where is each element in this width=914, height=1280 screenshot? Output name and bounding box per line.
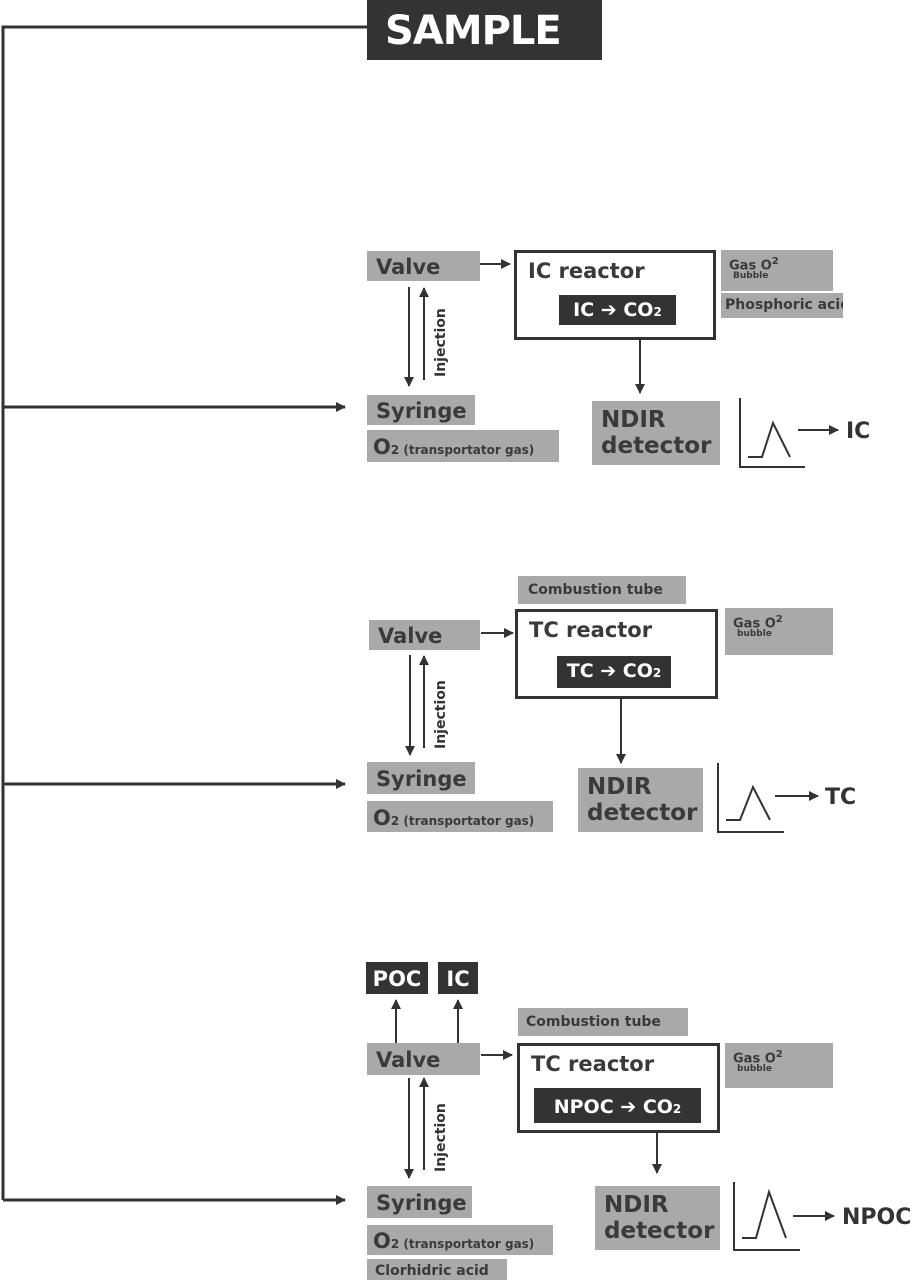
ndir-line2: detector xyxy=(587,800,698,826)
peak-axes-ic xyxy=(739,398,805,468)
syringe-box-ic: Syringe xyxy=(367,395,475,425)
gas-superscript: 2 xyxy=(775,1049,783,1060)
ndir-detector-box-npoc: NDIR detector xyxy=(595,1186,720,1250)
peak-axes-npoc xyxy=(733,1182,800,1251)
o2-transport-box-ic: O2 (transportator gas) xyxy=(367,430,559,462)
valve-box-tc: Valve xyxy=(369,620,480,650)
ic-outlet-box: IC xyxy=(438,962,478,994)
output-label-tc: TC xyxy=(825,785,857,810)
o2-subscript: 2 xyxy=(390,443,400,457)
sample-box: SAMPLE xyxy=(367,0,602,60)
peak-axes-tc xyxy=(717,763,784,833)
reactor-title: TC reactor xyxy=(529,618,653,642)
gas-bubble-box-tc: Gas O2 bubble xyxy=(725,608,833,655)
peak-curve-npoc xyxy=(742,1188,787,1239)
poc-outlet-box: POC xyxy=(366,962,428,994)
sample-feed-line xyxy=(1,25,367,1200)
combustion-tube-box-tc: Combustion tube xyxy=(518,576,686,604)
co2-subscript: 2 xyxy=(672,1102,682,1116)
output-label-npoc: NPOC xyxy=(842,1205,912,1230)
gas-bubble-box-npoc: Gas O2 bubble xyxy=(725,1043,833,1088)
peak-curve-ic xyxy=(748,420,791,458)
ndir-line2: detector xyxy=(604,1218,715,1244)
combustion-tube-box-npoc: Combustion tube xyxy=(518,1008,688,1036)
co2-text: CO xyxy=(642,1096,673,1118)
conversion-box-tc: TC ➔ CO2 xyxy=(557,656,671,688)
syringe-box-tc: Syringe xyxy=(367,762,475,794)
ndir-detector-box-ic: NDIR detector xyxy=(592,401,720,465)
conversion-box-npoc: NPOC ➔ CO2 xyxy=(534,1088,701,1123)
gas-bubble-box-ic: Gas O2 Bubble xyxy=(721,250,833,291)
conversion-from: NPOC xyxy=(553,1096,614,1118)
co2-subscript: 2 xyxy=(653,305,662,319)
syringe-box-npoc: Syringe xyxy=(367,1186,472,1218)
gas-label: Gas O xyxy=(729,258,772,274)
conversion-box-ic: IC ➔ CO2 xyxy=(559,295,676,325)
gas-label: Gas O xyxy=(733,1051,776,1067)
reactor-title: TC reactor xyxy=(531,1052,655,1076)
output-label-ic: IC xyxy=(846,419,871,444)
reactor-title: IC reactor xyxy=(528,259,645,283)
injection-label-ic: Injection xyxy=(433,308,449,377)
bubble-label: bubble xyxy=(737,629,772,640)
co2-text: CO xyxy=(623,299,654,321)
injection-label-npoc: Injection xyxy=(433,1103,449,1172)
ndir-detector-box-tc: NDIR detector xyxy=(578,768,703,832)
o2-transport-box-tc: O2 (transportator gas) xyxy=(367,801,553,832)
co2-text: CO xyxy=(622,660,653,682)
co2-subscript: 2 xyxy=(652,666,662,680)
conversion-from: TC xyxy=(566,660,594,682)
bubble-label: bubble xyxy=(737,1064,772,1075)
o2-description: (transportator gas) xyxy=(399,443,535,457)
o2-transport-box-npoc: O2 (transportator gas) xyxy=(367,1225,553,1255)
valve-box-npoc: Valve xyxy=(367,1043,480,1075)
o2-symbol: O xyxy=(373,806,391,830)
o2-subscript: 2 xyxy=(390,1237,400,1251)
ndir-line1: NDIR xyxy=(601,407,666,433)
o2-subscript: 2 xyxy=(390,814,400,828)
gas-superscript: 2 xyxy=(771,256,779,267)
ndir-line2: detector xyxy=(601,433,712,459)
gas-label: Gas O xyxy=(733,616,776,632)
o2-description: (transportator gas) xyxy=(399,1237,535,1251)
bubble-label: Bubble xyxy=(733,271,769,282)
clorhidric-acid-box: Clorhidric acid xyxy=(367,1259,507,1280)
gas-superscript: 2 xyxy=(775,614,783,625)
o2-symbol: O xyxy=(373,435,391,459)
o2-symbol: O xyxy=(373,1229,391,1253)
peak-curve-tc xyxy=(726,784,771,821)
ndir-line1: NDIR xyxy=(587,774,652,800)
injection-label-tc: Injection xyxy=(433,680,449,749)
valve-box-ic: Valve xyxy=(367,251,480,281)
o2-description: (transportator gas) xyxy=(399,814,535,828)
ndir-line1: NDIR xyxy=(604,1192,669,1218)
conversion-from: IC xyxy=(573,299,595,321)
phosphoric-acid-box: Phosphoric acid xyxy=(721,293,843,318)
